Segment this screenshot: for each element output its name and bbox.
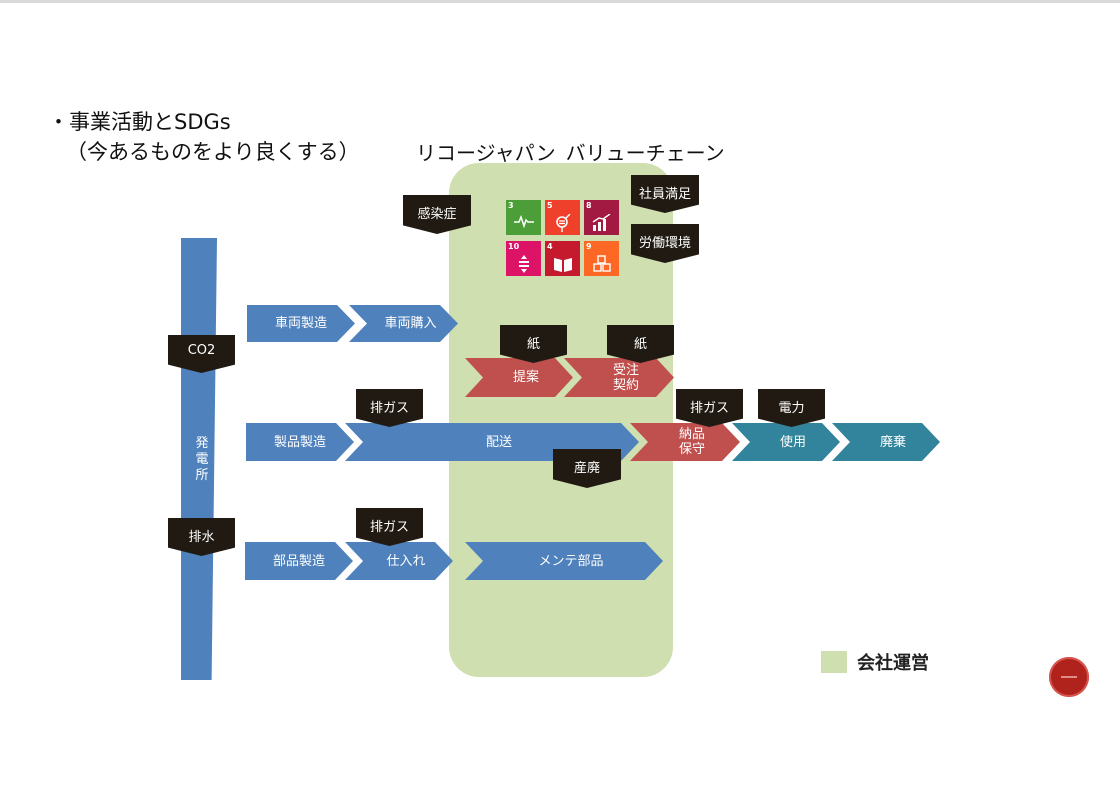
cubes-icon: [593, 255, 611, 272]
tag-electricity: 電力: [758, 389, 825, 427]
chevron-vehicle-purchase: 車両購入: [349, 305, 458, 342]
top-border: [0, 0, 1120, 3]
sdg-icon-grid: 3 5 8 10 4 9: [506, 200, 620, 278]
legend-label-company-operations: 会社運営: [857, 653, 929, 674]
chevron-delivery-maintenance: 納品 保守: [630, 423, 740, 461]
sdg-goal-3: 3: [506, 200, 541, 235]
diagram-title: リコージャパン_バリューチェーン: [416, 141, 725, 165]
logo-seal: [1049, 657, 1089, 697]
reduced-inequality-icon: [519, 255, 529, 273]
chevron-parts-manufacture: 部品製造: [245, 542, 353, 580]
power-plant-label: 発 電 所: [195, 436, 209, 483]
chevron-use: 使用: [732, 423, 840, 461]
tag-infection: 感染症: [403, 195, 471, 234]
tag-paper-proposal: 紙: [500, 325, 567, 363]
tag-exhaust-delivery: 排ガス: [356, 389, 423, 427]
chevron-maintenance-parts: メンテ部品: [465, 542, 663, 580]
sdg-goal-9: 9: [584, 241, 619, 276]
heartbeat-icon: [514, 214, 534, 228]
tag-exhaust-maintenance: 排ガス: [676, 389, 743, 427]
tag-exhaust-procurement: 排ガス: [356, 508, 423, 546]
chevron-procurement: 仕入れ: [345, 542, 453, 580]
chevron-order-contract: 受注 契約: [564, 358, 674, 397]
gender-equality-icon: [556, 214, 571, 232]
sdg-goal-5: 5: [545, 200, 580, 235]
tag-paper-order: 紙: [607, 325, 674, 363]
tag-drainage: 排水: [168, 518, 235, 556]
heading-business-sdgs: ・事業活動とSDGs: [48, 110, 231, 134]
chevron-proposal: 提案: [465, 358, 573, 397]
growth-chart-icon: [592, 214, 611, 231]
sdg-goal-8: 8: [584, 200, 619, 235]
tag-industrial-waste: 産廃: [553, 449, 621, 488]
tag-co2: CO2: [168, 335, 235, 373]
tag-employee-satisfaction: 社員満足: [631, 175, 699, 213]
chevron-product-manufacture: 製品製造: [246, 423, 354, 461]
power-plant-bar: [181, 238, 217, 680]
tag-work-environment: 労働環境: [631, 224, 699, 263]
book-icon: [554, 258, 572, 272]
chevron-disposal: 廃棄: [832, 423, 940, 461]
legend-swatch-company-operations: [821, 651, 847, 673]
heading-subtitle: （今あるものをより良くする）: [66, 140, 360, 164]
sdg-goal-4: 4: [545, 241, 580, 276]
sdg-goal-10: 10: [506, 241, 541, 276]
chevron-vehicle-manufacture: 車両製造: [247, 305, 355, 342]
